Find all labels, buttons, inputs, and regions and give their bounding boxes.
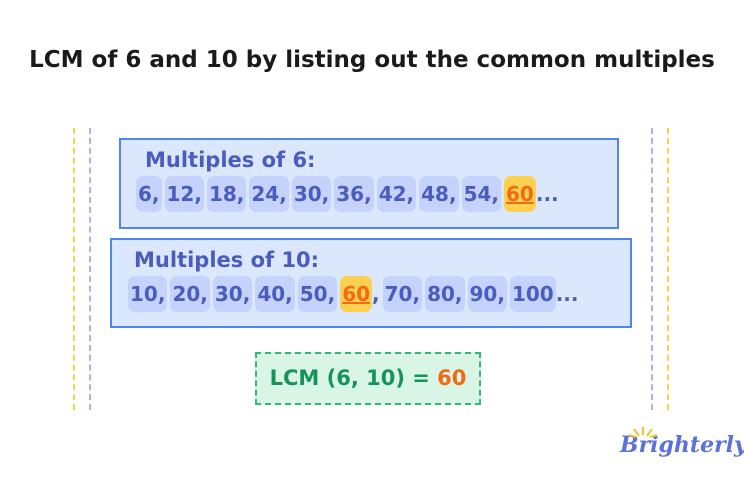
brighterly-logo: Brighterly <box>620 427 744 458</box>
lcm-result-label: LCM (6, 10) = <box>269 366 438 390</box>
multiple-chip: 100 <box>509 276 556 312</box>
multiple-chip: 42, <box>376 176 417 212</box>
multiple-chip: 54, <box>461 176 502 212</box>
multiple-chip: 50, <box>297 276 338 312</box>
lcm-result-box: LCM (6, 10) = 60 <box>255 352 481 405</box>
multiple-chip: 10, <box>128 276 168 312</box>
multiple-chip: 70, <box>382 276 423 312</box>
page-title: LCM of 6 and 10 by listing out the commo… <box>29 47 715 73</box>
multiple-chip: 6, <box>136 176 162 212</box>
ellipsis: ... <box>535 182 559 206</box>
multiple-chip: 20, <box>170 276 210 312</box>
divider-line <box>73 128 75 410</box>
multiple-chip: 24, <box>249 176 289 212</box>
common-multiple-chip: 60 <box>504 176 536 212</box>
logo-text: Brighterly <box>620 432 744 458</box>
ellipsis: ... <box>555 282 579 306</box>
multiple-chip: 80, <box>425 276 465 312</box>
multiples-of-6-row: 6, 12, 18, 24, 30, 36, 42, 48, 54, 60... <box>136 176 559 212</box>
multiples-of-10-label: Multiples of 10: <box>134 248 320 272</box>
multiples-of-10-row: 10, 20, 30, 40, 50, 60, 70, 80, 90, 100.… <box>128 276 579 312</box>
comma: , <box>372 282 380 306</box>
common-multiple-chip: 60 <box>340 276 373 312</box>
common-multiple-value: 60 <box>506 182 534 206</box>
divider-line <box>651 128 653 410</box>
divider-line <box>89 128 91 410</box>
multiple-chip: 30, <box>212 276 253 312</box>
multiple-chip: 90, <box>467 276 507 312</box>
multiple-chip: 18, <box>206 176 247 212</box>
sun-rays-icon <box>628 427 658 438</box>
multiple-chip: 30, <box>291 176 332 212</box>
multiple-chip: 36, <box>334 176 374 212</box>
lcm-result-value: 60 <box>437 366 467 390</box>
multiple-chip: 12, <box>164 176 204 212</box>
divider-line <box>667 128 669 410</box>
multiple-chip: 48, <box>419 176 459 212</box>
multiple-chip: 40, <box>255 276 295 312</box>
multiples-of-6-label: Multiples of 6: <box>145 148 316 172</box>
common-multiple-value: 60 <box>342 282 371 306</box>
